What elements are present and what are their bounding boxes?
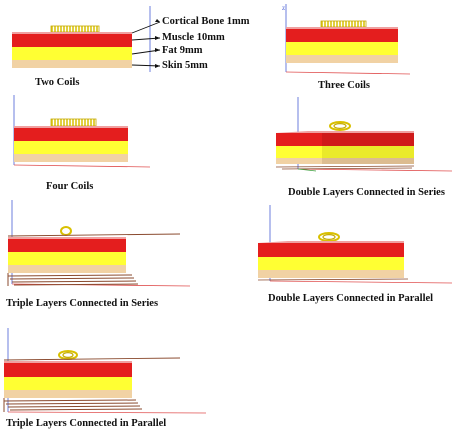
bone-layer (12, 32, 132, 34)
skin-layer (12, 60, 132, 68)
caption-double-series: Double Layers Connected in Series (288, 187, 445, 198)
caption-double-parallel: Double Layers Connected in Parallel (268, 293, 434, 304)
caption-three-coils: Three Coils (318, 80, 371, 91)
panel-four-coils: Four Coils (0, 95, 200, 195)
label-skin: Skin 5mm (162, 60, 208, 71)
label-cortical-bone: Cortical Bone 1mm (162, 16, 250, 27)
triple-parallel-model (3, 328, 207, 414)
muscle-layer (12, 34, 132, 47)
coil-triple-series (60, 226, 72, 236)
label-muscle: Muscle 10mm (162, 32, 225, 43)
panel-triple-parallel: Triple Layers Connected in Parallel (0, 320, 250, 434)
coil-three-turns (320, 20, 367, 28)
panel-triple-series: Triple Layers Connected in Series (0, 200, 250, 315)
coil-four-turns (50, 118, 97, 127)
caption-two-coils: Two Coils (35, 77, 80, 88)
z-axis-label: z (282, 4, 285, 12)
double-parallel-model (257, 205, 453, 284)
four-coils-model (13, 95, 151, 168)
triple-series-model (7, 200, 191, 287)
label-fat: Fat 9mm (162, 45, 203, 56)
caption-four-coils: Four Coils (46, 181, 94, 192)
coil-double-series (329, 121, 351, 131)
three-coils-model: z (282, 4, 411, 75)
double-series-model (275, 97, 453, 172)
two-coils-model (12, 6, 161, 72)
caption-triple-parallel: Triple Layers Connected in Parallel (6, 418, 167, 429)
fat-layer (12, 47, 132, 60)
panel-two-coils: Cortical Bone 1mm Muscle 10mm Fat 9mm Sk… (0, 0, 474, 100)
panel-double-parallel: Double Layers Connected in Parallel (252, 205, 474, 315)
panel-double-series: Double Layers Connected in Series (262, 95, 474, 205)
panel-three-coils: z Three Coils (270, 0, 474, 100)
coil-two-turns (50, 25, 100, 33)
caption-triple-series: Triple Layers Connected in Series (6, 298, 159, 309)
